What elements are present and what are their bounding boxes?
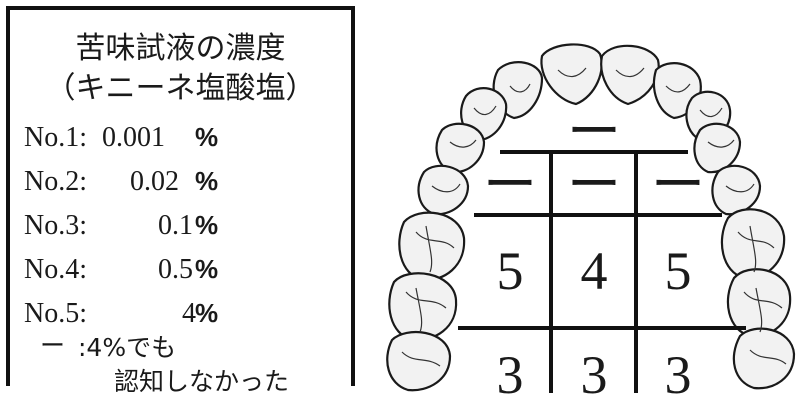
level-value: 4: [182, 298, 196, 329]
level-unit: %: [195, 210, 219, 240]
no-recognition-symbol: ー: [40, 331, 66, 360]
cell-r3-mid: 3: [580, 345, 608, 405]
legend-subtitle: （キニーネ塩酸塩）: [45, 72, 316, 105]
cell-r2-right: 5: [664, 241, 692, 301]
level-label: No.4:: [24, 254, 87, 285]
level-unit: %: [195, 298, 219, 328]
cell-r1-right: ー: [651, 155, 705, 215]
cell-r2-mid: 4: [580, 241, 608, 301]
no-recognition-note-2: 認知しなかった: [114, 367, 290, 396]
no-recognition-note: :4%でも: [78, 333, 177, 362]
level-unit: %: [195, 122, 219, 152]
level-label: No.5:: [24, 298, 87, 329]
cell-r3-right: 3: [664, 345, 692, 405]
cell-r1-mid: ー: [567, 155, 621, 215]
palate-diagram: ー ー ー ー 5 4 5 3 3 3: [370, 0, 808, 402]
level-value: 0.02: [130, 166, 179, 197]
level-label: No.3:: [24, 210, 87, 241]
level-value: 0.1: [158, 210, 193, 241]
legend-title: 苦味試液の濃度: [75, 32, 286, 65]
level-label: No.2:: [24, 166, 87, 197]
cell-r2-left: 5: [496, 241, 524, 301]
level-value: 0.001: [102, 122, 165, 153]
concentration-legend: 苦味試液の濃度 （キニーネ塩酸塩） No.1: 0.001 % No.2: 0.…: [6, 6, 355, 394]
level-label: No.1:: [24, 122, 87, 153]
cell-r1-left: ー: [483, 155, 537, 215]
cell-r3-left: 3: [496, 345, 524, 405]
level-value: 0.5: [158, 254, 193, 285]
level-unit: %: [195, 254, 219, 284]
level-unit: %: [195, 166, 219, 196]
dental-arch-drawing: [386, 43, 796, 393]
cell-anterior: ー: [567, 102, 621, 162]
